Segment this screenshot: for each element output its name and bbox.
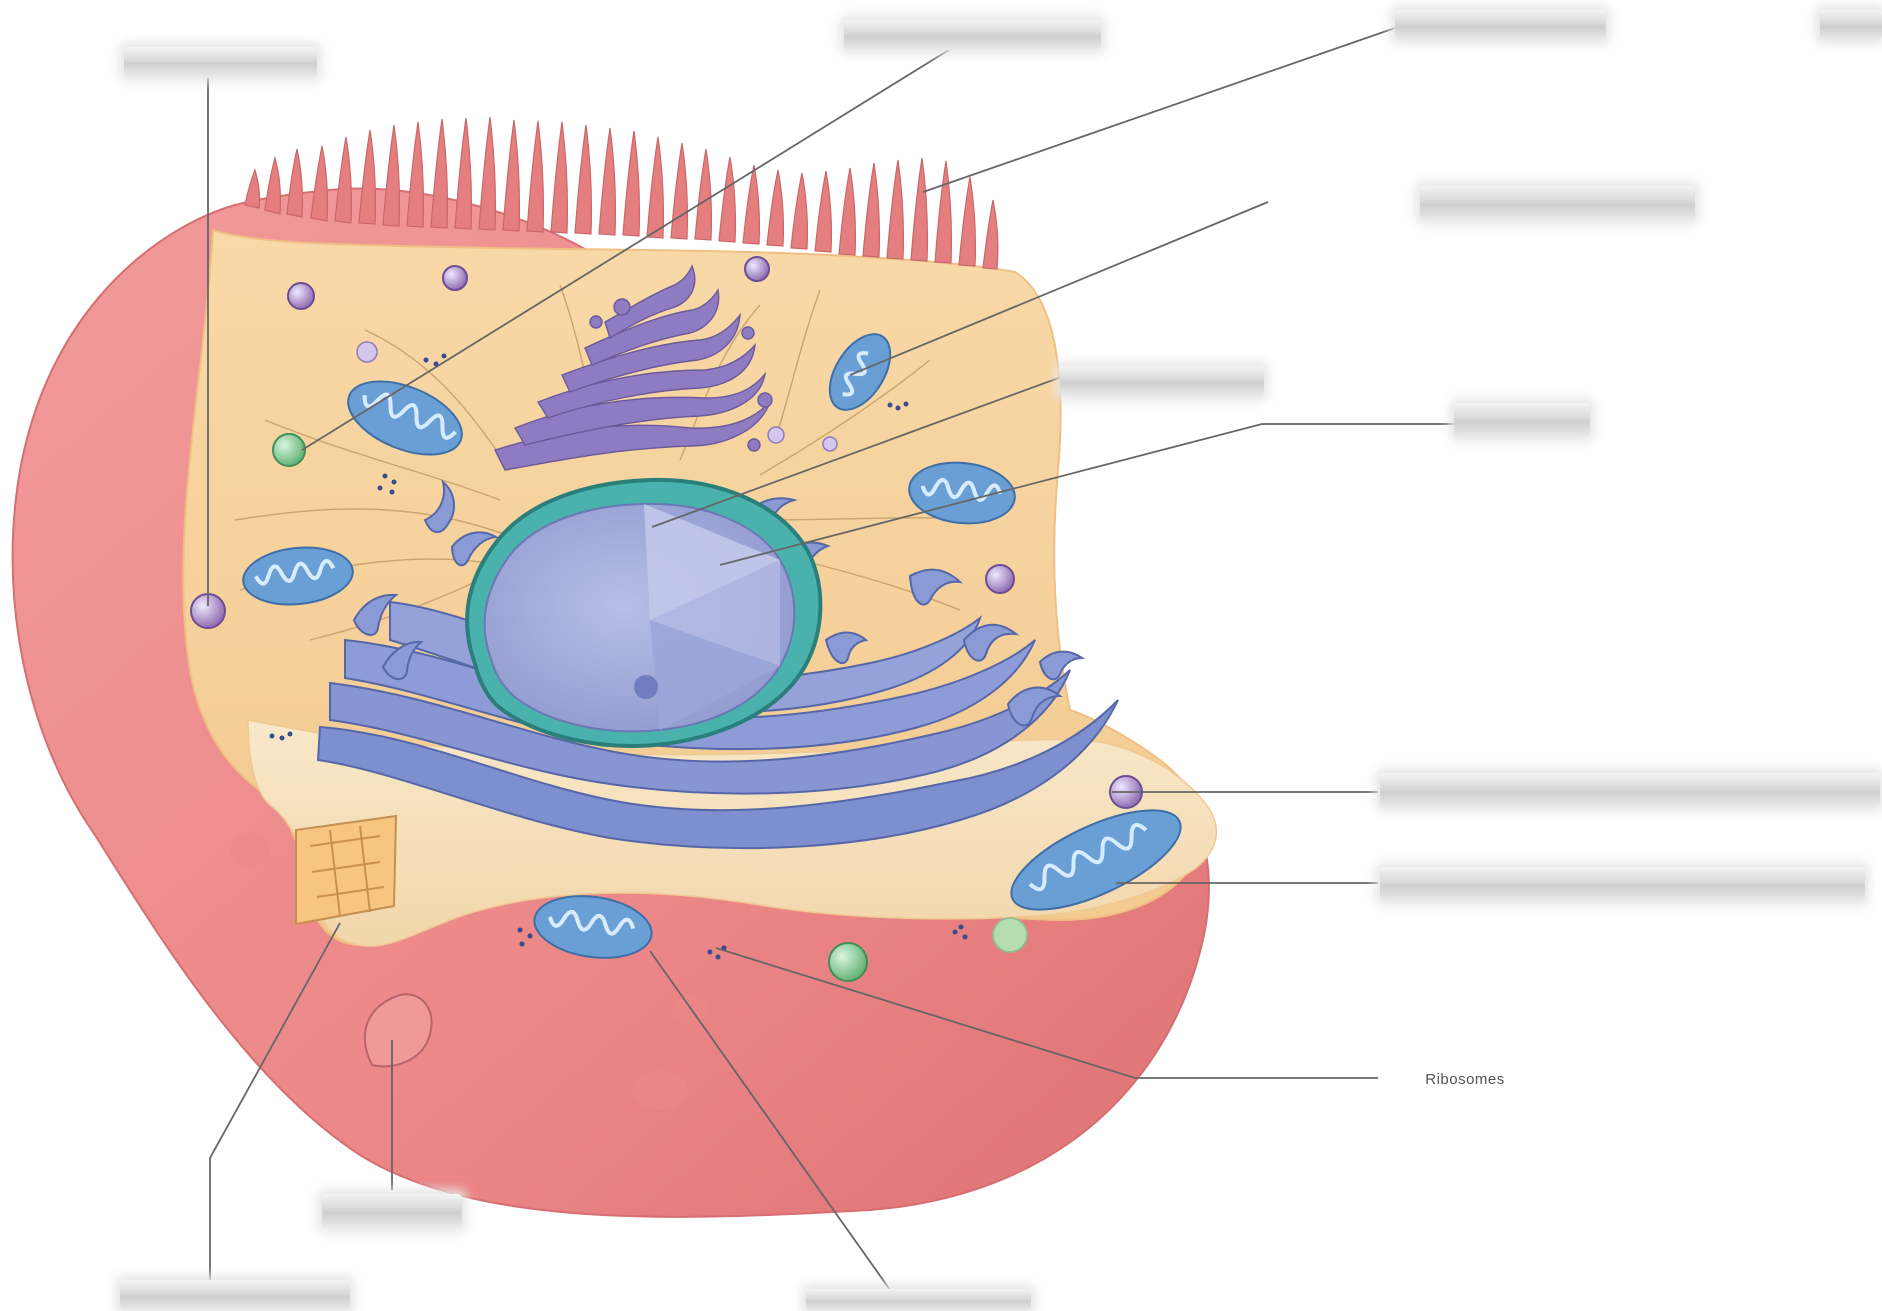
label-nuclear-envelope — [1454, 403, 1590, 437]
label-centrosome — [1060, 366, 1264, 396]
label-corner-right — [1820, 10, 1882, 40]
label-vesicle — [322, 1194, 462, 1228]
label-ribosomes: Ribosomes — [1378, 1070, 1552, 1090]
label-bottom-center — [806, 1289, 1031, 1311]
label-top-center — [844, 20, 1101, 50]
label-top-right — [1395, 10, 1606, 40]
label-mitochondrion — [1420, 186, 1695, 220]
label-bottom-left — [120, 1280, 350, 1310]
nucleus — [467, 480, 820, 746]
label-smooth-er — [1380, 867, 1865, 901]
label-top-left — [124, 47, 317, 77]
label-rough-er — [1380, 773, 1880, 807]
